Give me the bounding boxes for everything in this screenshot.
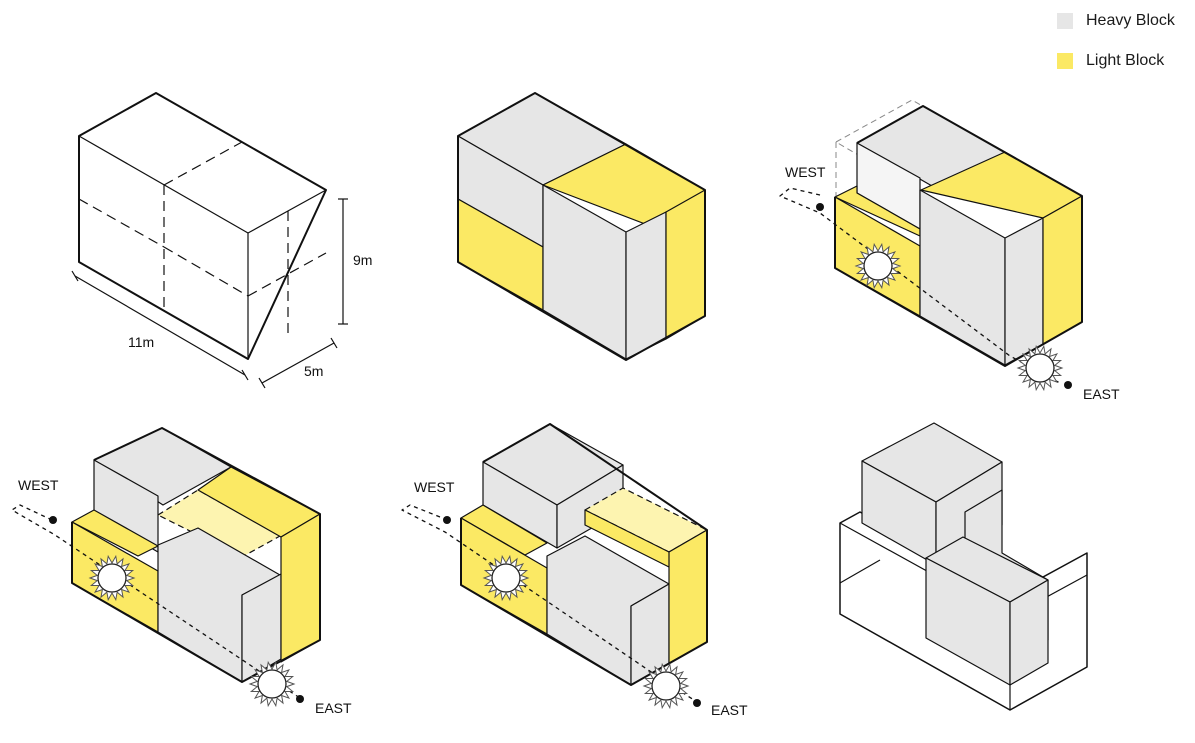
dot-marker-icon [693,699,701,707]
dimension-length-label: 11m [128,334,154,350]
light-block-right [668,529,708,664]
dot-marker-icon [49,516,57,524]
light-block-top [834,185,921,237]
legend-swatch-heavy [1057,13,1073,29]
sun-icon [248,660,296,708]
east-label: EAST [1083,386,1120,402]
legend: Heavy Block Light Block [1057,10,1175,90]
legend-item-light: Light Block [1057,50,1175,72]
heavy-block-front-right [1009,579,1049,686]
sun-icon [854,242,902,290]
massing-outline [71,427,321,683]
west-label: WEST [18,477,59,493]
sun-icon [482,554,530,602]
legend-label-light: Light Block [1086,52,1165,69]
light-block-right [665,189,706,340]
heavy-block-right [625,211,667,360]
legend-item-heavy: Heavy Block [1057,10,1175,32]
panel-sun-path-2 [11,427,321,699]
panel-heavy-only [839,422,1088,711]
sun-path [779,187,1061,384]
massing-outline [834,105,1083,367]
legend-swatch-light [1057,53,1073,69]
legend-label-heavy: Heavy Block [1086,12,1175,29]
light-block-right [1042,195,1083,345]
dot-marker-icon [443,516,451,524]
sun-icon [1016,344,1064,392]
east-label: EAST [711,702,748,718]
sun-icon [642,662,690,710]
internal-division-lines [78,141,327,337]
heavy-block-right [1004,217,1044,366]
light-block-right [280,513,321,663]
panel-sun-path-3 [401,423,708,703]
envelope-outline [78,92,327,360]
sun-path [401,504,698,703]
massing-outline [460,423,708,686]
dot-marker-icon [816,203,824,211]
allocation-outline [457,92,706,361]
sun-icon [88,554,136,602]
dimension-depth-label: 5m [304,363,323,379]
east-label: EAST [315,700,352,716]
dimension-lines [71,198,348,389]
dimension-height-label: 9m [353,252,372,268]
dot-marker-icon [1064,381,1072,389]
west-label: WEST [414,479,455,495]
heavy-block-front [919,189,1006,366]
west-label: WEST [785,164,826,180]
panel-sun-path-1 [779,99,1083,384]
dot-marker-icon [296,695,304,703]
panel-envelope [71,92,348,389]
panel-allocation [457,92,706,361]
